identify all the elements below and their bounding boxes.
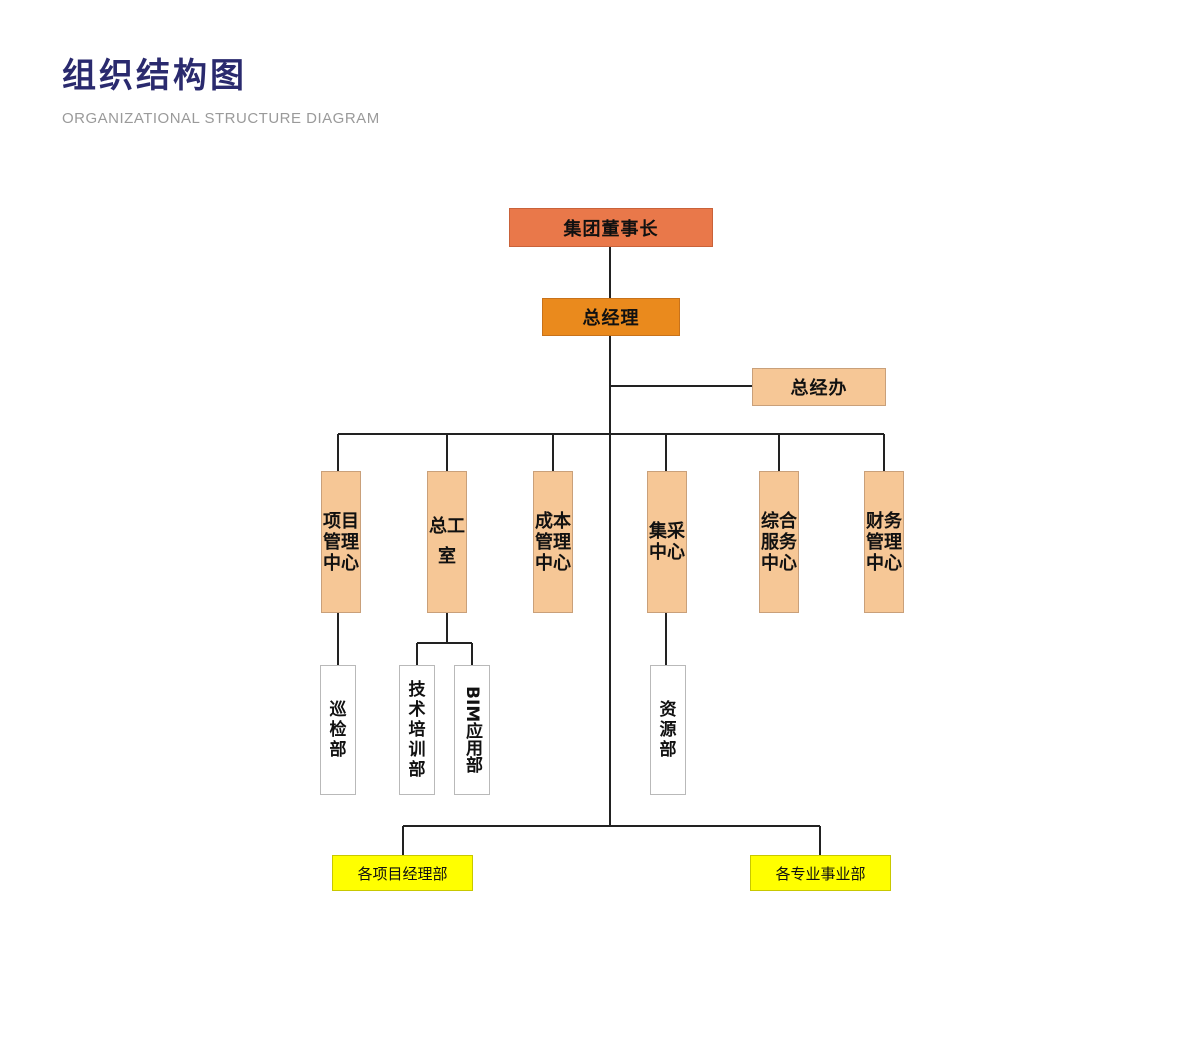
dept-label: 集采中心 bbox=[649, 521, 685, 563]
page-title: 组织结构图 bbox=[62, 56, 247, 96]
page-subtitle: ORGANIZATIONAL STRUCTURE DIAGRAM bbox=[62, 110, 380, 127]
dept-cost-management: 成本管理中心 bbox=[533, 471, 573, 613]
dept-project-management: 项目管理中心 bbox=[321, 471, 361, 613]
unit-label: BIM应用部 bbox=[462, 686, 482, 774]
unit-tech-training: 技术培训部 bbox=[399, 665, 435, 795]
unit-label: 巡检部 bbox=[329, 700, 347, 760]
chairman-box: 集团董事长 bbox=[509, 208, 713, 247]
general-manager-label: 总经理 bbox=[582, 308, 640, 329]
unit-label: 资源部 bbox=[659, 700, 677, 760]
business-units-box: 各专业事业部 bbox=[750, 855, 891, 891]
dept-label: 成本管理中心 bbox=[535, 510, 571, 574]
dept-chief-engineer: 总工室 bbox=[427, 471, 467, 613]
dept-label: 综合服务中心 bbox=[761, 510, 797, 574]
project-managers-box: 各项目经理部 bbox=[332, 855, 473, 891]
project-managers-label: 各项目经理部 bbox=[357, 864, 448, 883]
general-manager-box: 总经理 bbox=[542, 298, 680, 336]
business-units-label: 各专业事业部 bbox=[775, 864, 866, 883]
dept-procurement: 集采中心 bbox=[647, 471, 687, 613]
dept-label: 财务管理中心 bbox=[866, 510, 902, 574]
gm-office-box: 总经办 bbox=[752, 368, 886, 406]
dept-finance: 财务管理中心 bbox=[864, 471, 904, 613]
unit-resources: 资源部 bbox=[650, 665, 686, 795]
dept-general-services: 综合服务中心 bbox=[759, 471, 799, 613]
unit-bim: BIM应用部 bbox=[454, 665, 490, 795]
chairman-label: 集团董事长 bbox=[563, 218, 659, 240]
gm-office-label: 总经办 bbox=[790, 378, 848, 399]
dept-label: 项目管理中心 bbox=[323, 510, 359, 574]
dept-label: 总工室 bbox=[429, 516, 465, 567]
unit-inspection: 巡检部 bbox=[320, 665, 356, 795]
unit-label: 技术培训部 bbox=[408, 680, 426, 780]
